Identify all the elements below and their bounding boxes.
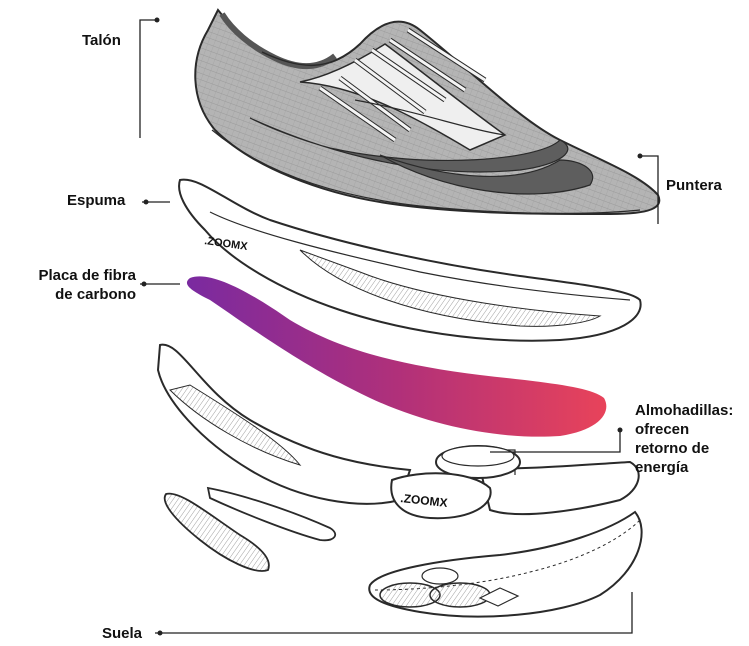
- label-almohadillas-line2: ofrecen: [635, 420, 733, 439]
- leader-almohadillas-dot: [618, 428, 623, 433]
- label-suela-text: Suela: [102, 624, 142, 643]
- label-suela: Suela: [102, 624, 142, 643]
- label-puntera-text: Puntera: [666, 176, 722, 195]
- label-almohadillas-line1: Almohadillas:: [635, 401, 733, 420]
- foam-inserts: [165, 488, 336, 571]
- label-espuma: Espuma: [67, 191, 125, 210]
- leader-placa-dot: [142, 282, 147, 287]
- outsole: [369, 512, 641, 617]
- shoe-upper: [195, 10, 659, 214]
- label-placa-line2: de carbono: [15, 285, 136, 304]
- leader-puntera-dot: [638, 154, 643, 159]
- label-puntera: Puntera: [666, 176, 722, 195]
- leader-suela-dot: [158, 631, 163, 636]
- label-placa-line1: Placa de fibra: [15, 266, 136, 285]
- leader-espuma-dot: [144, 200, 149, 205]
- label-almohadillas: Almohadillas: ofrecen retorno de energía: [635, 401, 733, 477]
- leader-talon: [140, 20, 157, 138]
- label-almohadillas-line3: retorno de: [635, 439, 733, 458]
- leader-talon-dot: [155, 18, 160, 23]
- label-placa: Placa de fibra de carbono: [15, 266, 136, 304]
- label-espuma-text: Espuma: [67, 191, 125, 210]
- label-almohadillas-line4: energía: [635, 458, 733, 477]
- label-talon: Talón: [82, 31, 121, 50]
- label-talon-text: Talón: [82, 31, 121, 50]
